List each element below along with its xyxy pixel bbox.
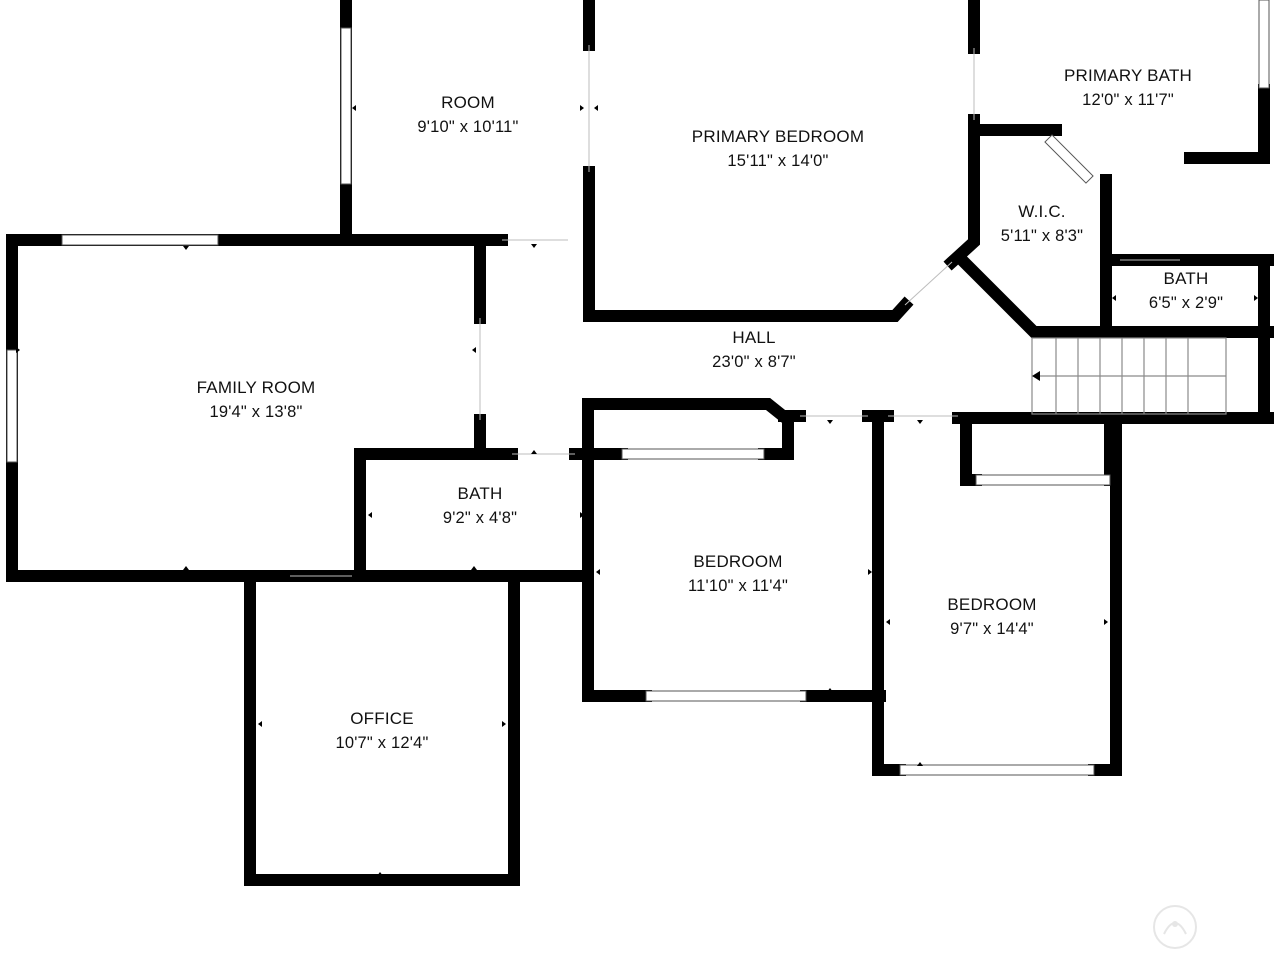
wall-bedroom-2 — [872, 412, 1122, 776]
wall-office — [244, 570, 594, 886]
window-bedroom-2-closet — [975, 474, 1111, 486]
stairs — [1031, 337, 1227, 415]
room-dimensions: 12'0" x 11'7" — [1082, 91, 1174, 109]
compass-watermark-icon — [1153, 905, 1197, 949]
window-bedroom-2 — [899, 764, 1095, 776]
wall-wic — [943, 114, 1274, 338]
room-dimensions: 9'7" x 14'4" — [950, 620, 1034, 638]
window-family-left — [6, 349, 18, 463]
room-name: BEDROOM — [693, 552, 783, 571]
window-wic — [1044, 134, 1094, 184]
room-name: PRIMARY BATH — [1063, 66, 1193, 85]
room-name: FAMILY ROOM — [196, 378, 316, 397]
room-name: OFFICE — [350, 709, 414, 728]
walls — [6, 0, 1274, 886]
wall-primary-bedroom — [583, 234, 914, 322]
room-dimensions: 23'0" x 8'7" — [712, 353, 796, 371]
room-name: HALL — [732, 328, 776, 347]
window-family-top — [61, 234, 219, 246]
wall-bedroom-1 — [582, 398, 886, 702]
room-dimensions: 15'11" x 14'0" — [727, 152, 829, 170]
room-dimensions: 11'10" x 11'4" — [687, 577, 789, 595]
window-room — [340, 27, 352, 185]
window-primary-bath — [1258, 0, 1270, 89]
room-name: ROOM — [441, 93, 495, 112]
room-dimensions: 10'7" x 12'4" — [335, 734, 429, 752]
room-dimensions: 9'10" x 10'11" — [417, 118, 519, 136]
room-dimensions: 5'11" x 8'3" — [1000, 227, 1084, 245]
room-name: W.I.C. — [1018, 202, 1066, 221]
room-name: PRIMARY BEDROOM — [691, 127, 865, 146]
room-name: BATH — [1163, 269, 1209, 288]
room-name: BEDROOM — [947, 595, 1037, 614]
door-openings — [290, 45, 1180, 577]
dimension-ticks — [16, 105, 1258, 876]
windows — [6, 0, 1270, 776]
room-dimensions: 9'2" x 4'8" — [442, 509, 518, 527]
window-bedroom-1-closet — [621, 448, 765, 460]
room-dimensions: 6'5" x 2'9" — [1148, 294, 1224, 312]
room-name: BATH — [457, 484, 503, 503]
room-dimensions: 19'4" x 13'8" — [209, 403, 303, 421]
window-bedroom-1 — [645, 690, 807, 702]
